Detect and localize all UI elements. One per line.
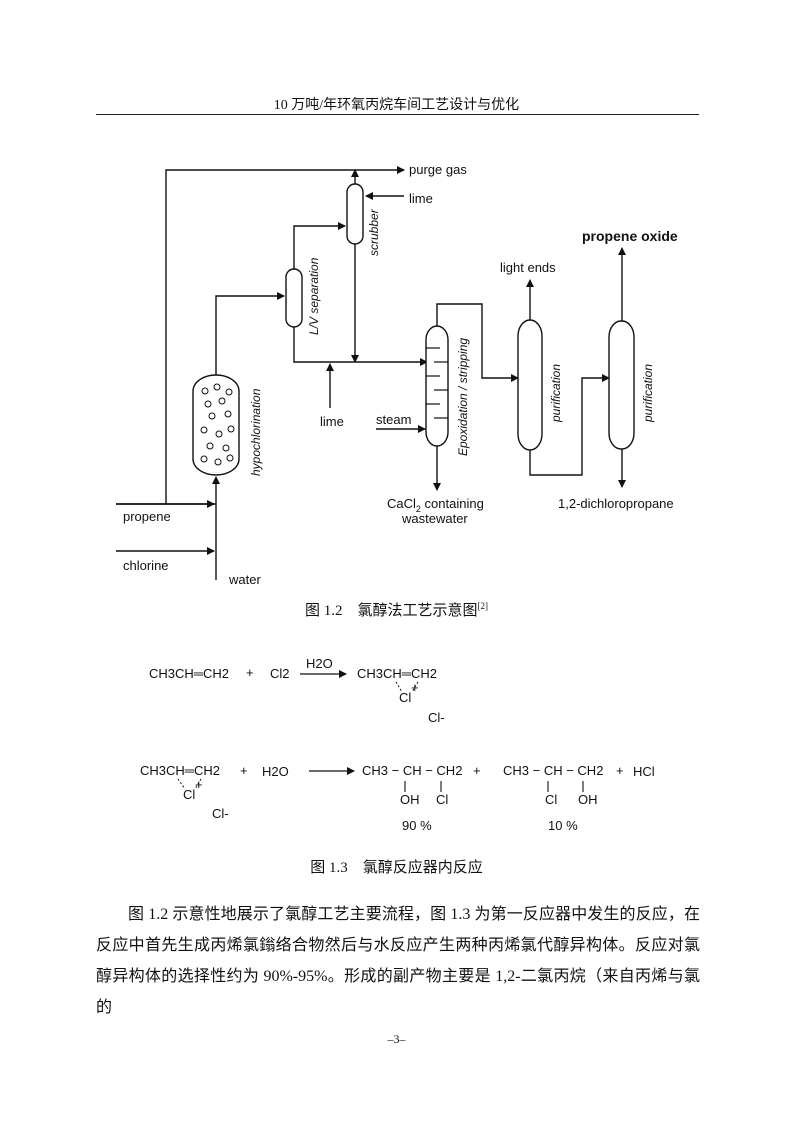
lv-separator	[285, 268, 303, 328]
label-dichloropropane: 1,2-dichloropropane	[558, 496, 674, 511]
r2-product2-oh: OH	[578, 792, 598, 807]
r2-product2-chain: CH3 − CH − CH2	[503, 763, 603, 778]
r1-product-cl: Cl	[399, 690, 411, 705]
label-propene: propene	[123, 509, 171, 524]
r1-complex-bonds	[395, 681, 419, 693]
r1-anion: Cl-	[428, 710, 445, 725]
figure-1-2-reference: [2]	[477, 601, 489, 611]
r2-plus1: +	[240, 763, 248, 778]
r2-hcl: HCl	[633, 764, 655, 779]
purification-column-2	[608, 320, 635, 450]
reaction-1: CH3CH═CH2 + Cl2 H2O CH3CH═CH2 Cl + Cl-	[149, 656, 445, 725]
r2-plus3: +	[616, 763, 624, 778]
r2-product2-yield: 10 %	[548, 818, 578, 833]
r2-water: H2O	[262, 764, 289, 779]
label-water: water	[228, 572, 261, 587]
label-epoxidation: Epoxidation / stripping	[456, 338, 470, 456]
reaction-scheme: CH3CH═CH2 + Cl2 H2O CH3CH═CH2 Cl + Cl- C…	[140, 656, 655, 833]
label-scrubber: scrubber	[367, 208, 381, 256]
purification-column-1	[517, 319, 543, 451]
epoxidation-column	[425, 325, 449, 447]
label-lime-top: lime	[409, 191, 433, 206]
scrubber-column	[346, 183, 364, 245]
r2-reactant1-charge: +	[195, 777, 203, 792]
label-steam: steam	[376, 412, 411, 427]
label-purification-2: purification	[641, 364, 655, 423]
r2-reactant1-cl: Cl	[183, 787, 195, 802]
r2-product1-oh: OH	[400, 792, 420, 807]
reaction-2: CH3CH═CH2 Cl + Cl- + H2O CH3 − CH − CH2 …	[140, 763, 655, 833]
label-purge-gas: purge gas	[409, 162, 467, 177]
figure-1-3-caption: 图 1.3 氯醇反应器内反应	[310, 860, 483, 876]
label-chlorine: chlorine	[123, 558, 169, 573]
reactor-bubbles	[200, 383, 235, 466]
label-lv-separation: L/V separation	[307, 257, 321, 335]
process-flow-diagram: purge gas lime scrubber propene oxide li…	[116, 162, 678, 587]
r1-plus: +	[246, 665, 254, 680]
r1-reactant1: CH3CH═CH2	[149, 666, 229, 681]
running-header: 10 万吨/年环氧丙烷车间工艺设计与优化	[273, 98, 520, 113]
r2-substituent-bonds	[404, 781, 584, 792]
r1-product: CH3CH═CH2	[357, 666, 437, 681]
label-light-ends: light ends	[500, 260, 556, 275]
page-number: –3–	[387, 1032, 406, 1046]
r1-reactant2: Cl2	[270, 666, 290, 681]
r1-product-charge: +	[411, 680, 419, 695]
label-hypochlorination: hypochlorination	[249, 388, 263, 476]
r2-anion: Cl-	[212, 806, 229, 821]
label-cacl2: CaCl2 containing	[387, 496, 484, 514]
figure-1-2-caption-text: 图 1.2 氯醇法工艺示意图	[304, 603, 478, 619]
r2-product1-cl: Cl	[436, 792, 448, 807]
header-rule	[96, 114, 699, 115]
r2-reactant1: CH3CH═CH2	[140, 763, 220, 778]
label-lime-mid: lime	[320, 414, 344, 429]
r2-complex-bonds	[177, 778, 202, 790]
figure-1-2-caption: 图 1.2 氯醇法工艺示意图[2]	[0, 599, 793, 620]
label-purification-1: purification	[549, 364, 563, 423]
paragraph-text: 图 1.2 示意性地展示了氯醇工艺主要流程，图 1.3 为第一反应器中发生的反应…	[96, 906, 700, 1016]
r2-plus2: +	[473, 763, 481, 778]
label-propene-oxide: propene oxide	[582, 228, 678, 244]
r2-product1-chain: CH3 − CH − CH2	[362, 763, 462, 778]
r2-product1-yield: 90 %	[402, 818, 432, 833]
r1-over-arrow: H2O	[306, 656, 333, 671]
label-wastewater: wastewater	[401, 511, 468, 526]
r2-product2-cl: Cl	[545, 792, 557, 807]
body-paragraph: 图 1.2 示意性地展示了氯醇工艺主要流程，图 1.3 为第一反应器中发生的反应…	[96, 899, 700, 1023]
